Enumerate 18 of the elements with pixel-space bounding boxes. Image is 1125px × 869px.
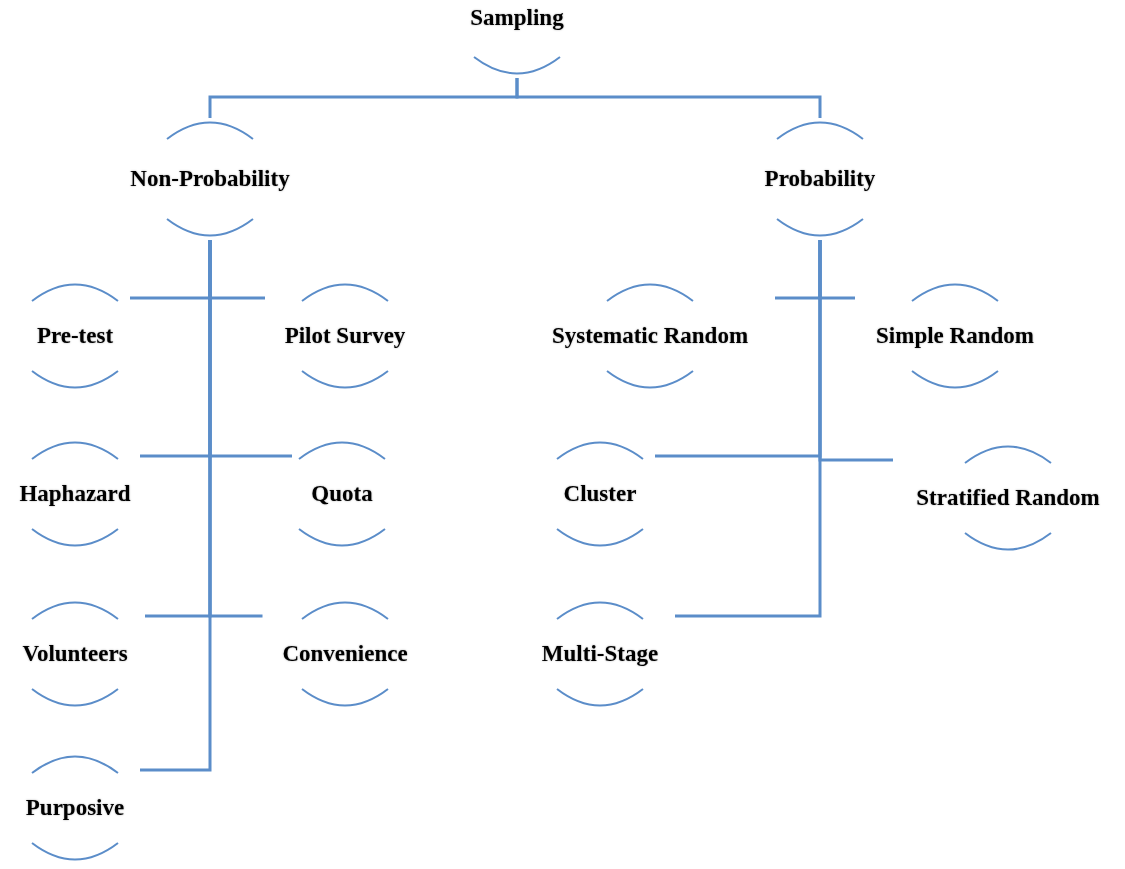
node-label: Stratified Random bbox=[916, 483, 1100, 512]
node-label: Pre-test bbox=[36, 321, 114, 350]
connector-line bbox=[140, 240, 212, 772]
node-label: Convenience bbox=[282, 639, 408, 668]
node-label: Purposive bbox=[25, 793, 125, 822]
node-label: Non-Probability bbox=[130, 164, 290, 193]
node-label: Volunteers bbox=[22, 639, 128, 668]
node-label: Haphazard bbox=[19, 479, 131, 508]
node-label: Sampling bbox=[470, 4, 564, 32]
connector-line bbox=[515, 78, 822, 118]
node-label: Simple Random bbox=[876, 321, 1034, 350]
node-label: Cluster bbox=[563, 479, 637, 508]
node-label: Probability bbox=[764, 164, 876, 193]
node-label: Multi-Stage bbox=[541, 639, 659, 668]
node-label: Systematic Random bbox=[551, 321, 749, 350]
node-label: Pilot Survey bbox=[284, 321, 406, 350]
connector-line bbox=[675, 240, 822, 618]
node-label: Quota bbox=[311, 479, 373, 508]
